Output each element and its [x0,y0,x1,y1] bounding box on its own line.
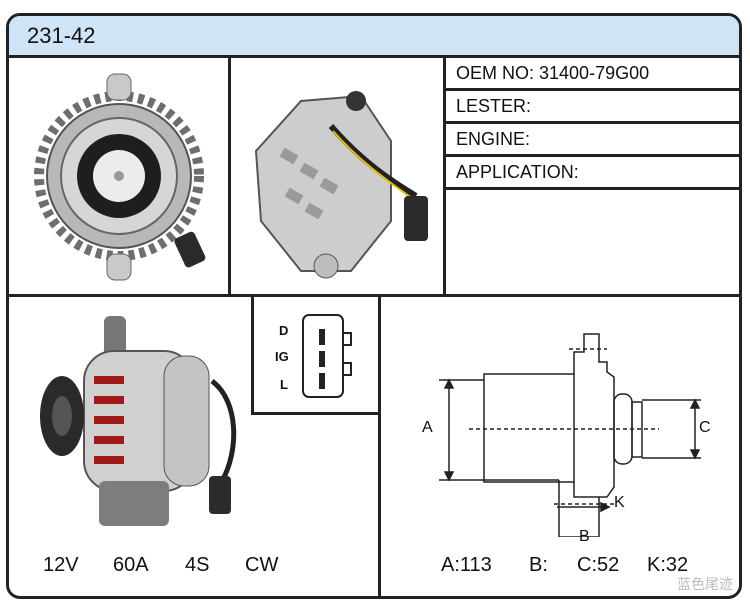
alternator-front-photo [34,73,206,281]
dim-value-c: C:52 [577,554,620,576]
rotation-direction: CW [245,554,279,576]
dimension-drawing [439,333,701,537]
dim-value-a: A:113 [441,554,492,576]
alternator-side-photo [254,91,428,279]
voltage-rating: 12V [43,554,79,576]
pulley-type: 4S [185,554,210,576]
spec-row-application: APPLICATION: [446,157,739,190]
spec-row-engine: ENGINE: [446,124,739,157]
dim-label-a: A [422,419,433,436]
spec-row-oem: OEM NO:31400-79G00 [446,58,739,91]
dim-value-b: B: [529,554,548,576]
connector-diagram-box [251,297,381,415]
connector-pin-l: L [280,377,288,392]
amperage-rating: 60A [113,554,149,576]
connector-pin-ig: IG [275,349,289,364]
col-divider-2 [443,58,446,297]
spec-row-lester: LESTER: [446,91,739,124]
header-bar: 231-42 [9,16,739,58]
connector-pin-d: D [279,323,289,338]
dim-value-k: K:32 [647,554,689,576]
col-divider-1 [228,58,231,297]
col-divider-3 [378,297,381,596]
row-divider [9,294,739,297]
product-sheet: 231-42 OEM NO:31400-79G00 LESTER: ENGINE… [6,13,742,599]
dim-label-c: C [699,419,711,436]
dim-label-b: B [579,528,590,545]
dim-label-k: K [614,494,625,511]
part-number-title: 231-42 [27,23,96,48]
watermark: 蓝色尾迹 [677,576,733,592]
alternator-angled-photo [40,316,237,526]
connector-plug-icon [302,314,352,398]
